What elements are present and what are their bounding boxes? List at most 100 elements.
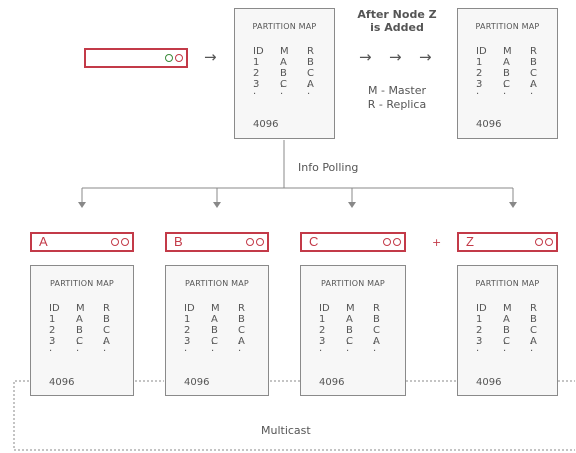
table-cell: A <box>530 336 537 347</box>
ellipsis-rows: ...... <box>319 336 377 354</box>
status-led-icon <box>535 238 543 246</box>
table-cell: 2 <box>253 68 260 79</box>
table-row: 1 A B <box>476 57 557 68</box>
table-cell: A <box>503 57 510 68</box>
table-cell: 1 <box>476 57 483 68</box>
arrow-icon: → <box>419 48 432 66</box>
table-cell: ID <box>476 303 487 314</box>
table-row: 2 B C <box>319 325 400 336</box>
partition-map-caption: PARTITION MAP <box>185 279 249 288</box>
status-led-icon <box>393 238 401 246</box>
table-cell: ID <box>184 303 195 314</box>
partition-map-caption: PARTITION MAP <box>475 22 540 31</box>
table-cell: M <box>346 303 355 314</box>
table-cell: B <box>280 68 287 79</box>
table-cell: ID <box>319 303 330 314</box>
table-cell: C <box>103 325 110 336</box>
table-row: 3 C A <box>476 336 557 347</box>
status-led-icon <box>545 238 553 246</box>
table-cell: A <box>76 314 83 325</box>
legend-master: M - Master <box>367 84 427 97</box>
partition-map-caption: PARTITION MAP <box>475 279 540 288</box>
arrow-icon: → <box>359 48 372 66</box>
table-cell: R <box>530 303 537 314</box>
status-led-icon <box>111 238 119 246</box>
table-cell: B <box>503 68 510 79</box>
table-cell: 3 <box>476 79 483 90</box>
table-cell: 3 <box>476 336 483 347</box>
ellipsis-rows: ...... <box>184 336 242 354</box>
client-node <box>84 48 188 68</box>
table-cell: C <box>503 79 510 90</box>
table-cell: M <box>76 303 85 314</box>
table-cell: B <box>76 325 83 336</box>
node-b: B <box>165 232 269 252</box>
table-cell: A <box>373 336 380 347</box>
table-cell: B <box>211 325 218 336</box>
table-cell: ID <box>476 46 487 57</box>
arrow-icon: → <box>204 48 217 66</box>
table-cell: ID <box>253 46 264 57</box>
table-cell: 3 <box>184 336 191 347</box>
last-partition-id: 4096 <box>49 377 75 388</box>
arrow-icon: → <box>389 48 402 66</box>
table-cell: A <box>307 79 314 90</box>
partition-map-caption: PARTITION MAP <box>252 22 317 31</box>
event-title: After Node Z is Added <box>357 8 437 34</box>
table-cell: B <box>346 325 353 336</box>
last-partition-id: 4096 <box>253 119 279 130</box>
table-row: 3 C A <box>476 79 557 90</box>
status-led-icon <box>121 238 129 246</box>
table-cell: C <box>238 325 245 336</box>
table-cell: ID <box>49 303 60 314</box>
table-cell: C <box>530 325 537 336</box>
table-row: 2 B C <box>253 68 334 79</box>
table-cell: 3 <box>319 336 326 347</box>
table-cell: M <box>503 303 512 314</box>
table-cell: 1 <box>476 314 483 325</box>
table-cell: 2 <box>319 325 326 336</box>
table-cell: 2 <box>476 325 483 336</box>
status-led-green-icon <box>165 54 173 62</box>
table-cell: A <box>238 336 245 347</box>
table-cell: B <box>307 57 314 68</box>
table-cell: C <box>307 68 314 79</box>
table-cell: A <box>530 79 537 90</box>
table-cell: R <box>373 303 380 314</box>
last-partition-id: 4096 <box>319 377 345 388</box>
table-cell: 1 <box>49 314 56 325</box>
table-cell: B <box>530 57 537 68</box>
table-cell: C <box>530 68 537 79</box>
table-cell: 1 <box>184 314 191 325</box>
table-header: ID M R <box>476 303 557 314</box>
table-cell: C <box>503 336 510 347</box>
table-cell: B <box>530 314 537 325</box>
partition-map-caption: PARTITION MAP <box>50 279 114 288</box>
table-cell: R <box>238 303 245 314</box>
table-cell: R <box>307 46 314 57</box>
table-cell: 1 <box>319 314 326 325</box>
last-partition-id: 4096 <box>476 377 502 388</box>
table-cell: C <box>76 336 83 347</box>
table-cell: C <box>373 325 380 336</box>
table-cell: A <box>103 336 110 347</box>
